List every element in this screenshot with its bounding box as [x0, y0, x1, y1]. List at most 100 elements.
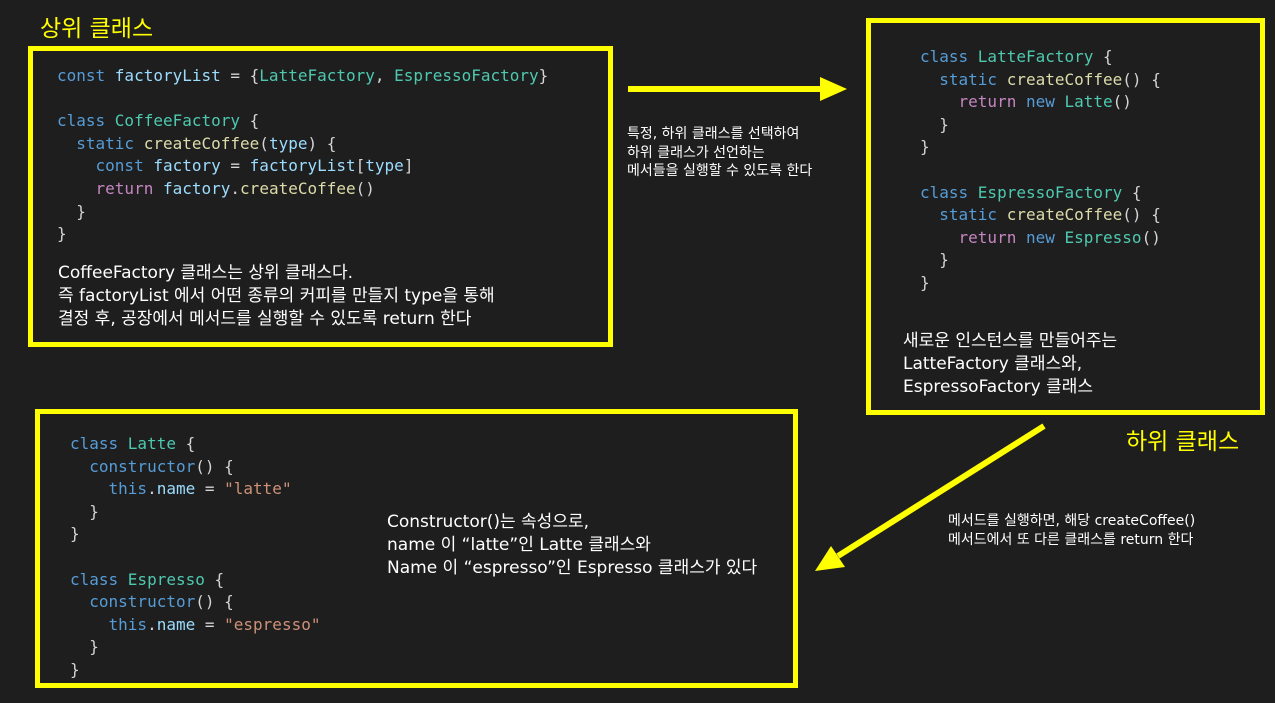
code-token: }	[57, 224, 67, 244]
code-token: {	[240, 111, 260, 131]
code-token: createCoffee	[143, 133, 260, 153]
code-token: static	[939, 69, 1007, 89]
desc-line: LatteFactory 클래스와,	[903, 354, 1083, 374]
right-note: 메서드를 실행하면, 해당 createCoffee() 메서드에서 또 다른 …	[948, 512, 1195, 549]
coffee-classes-code: class Latte { constructor() { this.name …	[70, 433, 320, 682]
code-token: () {	[195, 456, 234, 476]
code-token: Espresso	[127, 569, 205, 589]
code-token: }	[920, 272, 930, 292]
note-line: 메서드에서 또 다른 클래스를 return 한다	[948, 531, 1194, 548]
code-token: this	[108, 479, 148, 499]
code-token: factoryList	[114, 66, 221, 85]
code-token: return	[958, 227, 1026, 247]
code-token: {	[175, 434, 196, 453]
factory-subclasses-description: 새로운 인스턴스를 만들어주는 LatteFactory 클래스와, Espre…	[903, 330, 1117, 399]
code-token: createCoffee	[240, 178, 356, 198]
code-token: class	[70, 569, 128, 589]
code-token: type	[268, 133, 308, 153]
code-token: factory	[162, 178, 231, 198]
code-token: }	[70, 637, 99, 657]
desc-line: Name 이 “espresso”인 Espresso 클래스가 있다	[387, 558, 758, 578]
code-token: }	[70, 501, 99, 521]
right-arrow-icon	[628, 77, 847, 101]
code-token: ) {	[307, 133, 337, 153]
code-token: static	[76, 133, 144, 153]
code-token: factory	[153, 156, 221, 176]
code-token: .	[230, 178, 241, 198]
code-token: [	[355, 156, 366, 176]
factory-subclasses-code: class LatteFactory { static createCoffee…	[920, 46, 1161, 295]
desc-line: 새로운 인스턴스를 만들어주는	[903, 331, 1118, 351]
code-token: ,	[374, 66, 395, 85]
code-token: static	[939, 205, 1007, 225]
lower-class-heading: 하위 클래스	[1126, 429, 1240, 455]
code-token: name	[156, 479, 196, 499]
coffee-factory-box: const factoryList = {LatteFactory, Espre…	[28, 46, 613, 347]
code-token: class	[920, 182, 978, 202]
coffee-classes-description: Constructor()는 속성으로, name 이 “latte”인 Lat…	[387, 511, 757, 580]
code-token: =	[195, 479, 225, 499]
code-token: }	[920, 114, 949, 134]
code-token: CoffeeFactory	[114, 111, 241, 131]
code-token: const	[95, 156, 154, 176]
code-token: class	[57, 111, 115, 131]
note-line: 하위 클래스가 선언하는	[627, 144, 765, 161]
code-token: name	[156, 614, 196, 634]
code-token: () {	[1122, 69, 1161, 89]
code-token: Latte	[1064, 92, 1113, 112]
code-token: new	[1025, 227, 1065, 247]
code-token: }	[70, 659, 80, 679]
code-token: (	[259, 133, 269, 153]
code-token: return	[95, 178, 163, 198]
code-token: this	[108, 614, 148, 634]
code-token: factoryList	[249, 156, 356, 176]
coffee-factory-description: CoffeeFactory 클래스는 상위 클래스다. 즉 factoryLis…	[58, 262, 495, 331]
code-token: ()	[1112, 92, 1132, 112]
factory-subclasses-box: class LatteFactory { static createCoffee…	[866, 18, 1265, 415]
code-token: }	[538, 66, 549, 85]
coffee-factory-code: const factoryList = {LatteFactory, Espre…	[57, 65, 548, 246]
code-token: }	[70, 524, 80, 544]
desc-line: 즉 factoryList 에서 어떤 종류의 커피를 만들지 type을 통해	[58, 286, 495, 306]
code-token: }	[57, 201, 86, 221]
code-token: EspressoFactory	[977, 182, 1123, 202]
upper-class-heading: 상위 클래스	[40, 16, 154, 42]
code-token: }	[920, 250, 949, 270]
code-token: "latte"	[224, 479, 292, 499]
code-token: "espresso"	[224, 614, 321, 634]
code-token: LatteFactory	[259, 66, 375, 85]
code-token: const	[57, 66, 115, 85]
code-token: constructor	[89, 592, 196, 612]
note-line: 메서들을 실행할 수 있도록 한다	[627, 163, 813, 179]
code-token: =	[195, 614, 225, 634]
code-token: = {	[220, 66, 260, 85]
code-token: class	[70, 434, 128, 453]
code-token: }	[920, 137, 930, 157]
code-token: LatteFactory	[977, 47, 1094, 66]
code-token: () {	[1122, 205, 1161, 225]
code-token: =	[220, 156, 250, 176]
code-token: ]	[403, 156, 414, 176]
code-token: type	[365, 156, 404, 176]
code-token: return	[958, 92, 1026, 112]
middle-note: 특정, 하위 클래스를 선택하여 하위 클래스가 선언하는 메서들을 실행할 수…	[627, 125, 812, 181]
code-token: EspressoFactory	[394, 66, 539, 85]
code-token: .	[147, 614, 157, 634]
code-token: ()	[1141, 227, 1161, 247]
code-token: createCoffee	[1006, 69, 1123, 89]
code-token: {	[1093, 47, 1113, 66]
code-token: createCoffee	[1006, 205, 1123, 225]
code-token: () {	[195, 592, 234, 612]
code-token: .	[147, 479, 157, 499]
code-token: new	[1025, 92, 1065, 112]
down-left-arrow-icon	[815, 423, 1046, 571]
desc-line: EspressoFactory 클래스	[903, 377, 1094, 397]
desc-line: Constructor()는 속성으로,	[387, 512, 590, 532]
note-line: 메서드를 실행하면, 해당 createCoffee()	[948, 513, 1196, 529]
code-token: constructor	[89, 456, 196, 476]
desc-line: 결정 후, 공장에서 메서드를 실행할 수 있도록 return 한다	[58, 309, 472, 329]
code-token: ()	[355, 178, 375, 198]
code-token: {	[204, 569, 225, 589]
code-token: {	[1122, 182, 1142, 202]
note-line: 특정, 하위 클래스를 선택하여	[627, 126, 800, 142]
